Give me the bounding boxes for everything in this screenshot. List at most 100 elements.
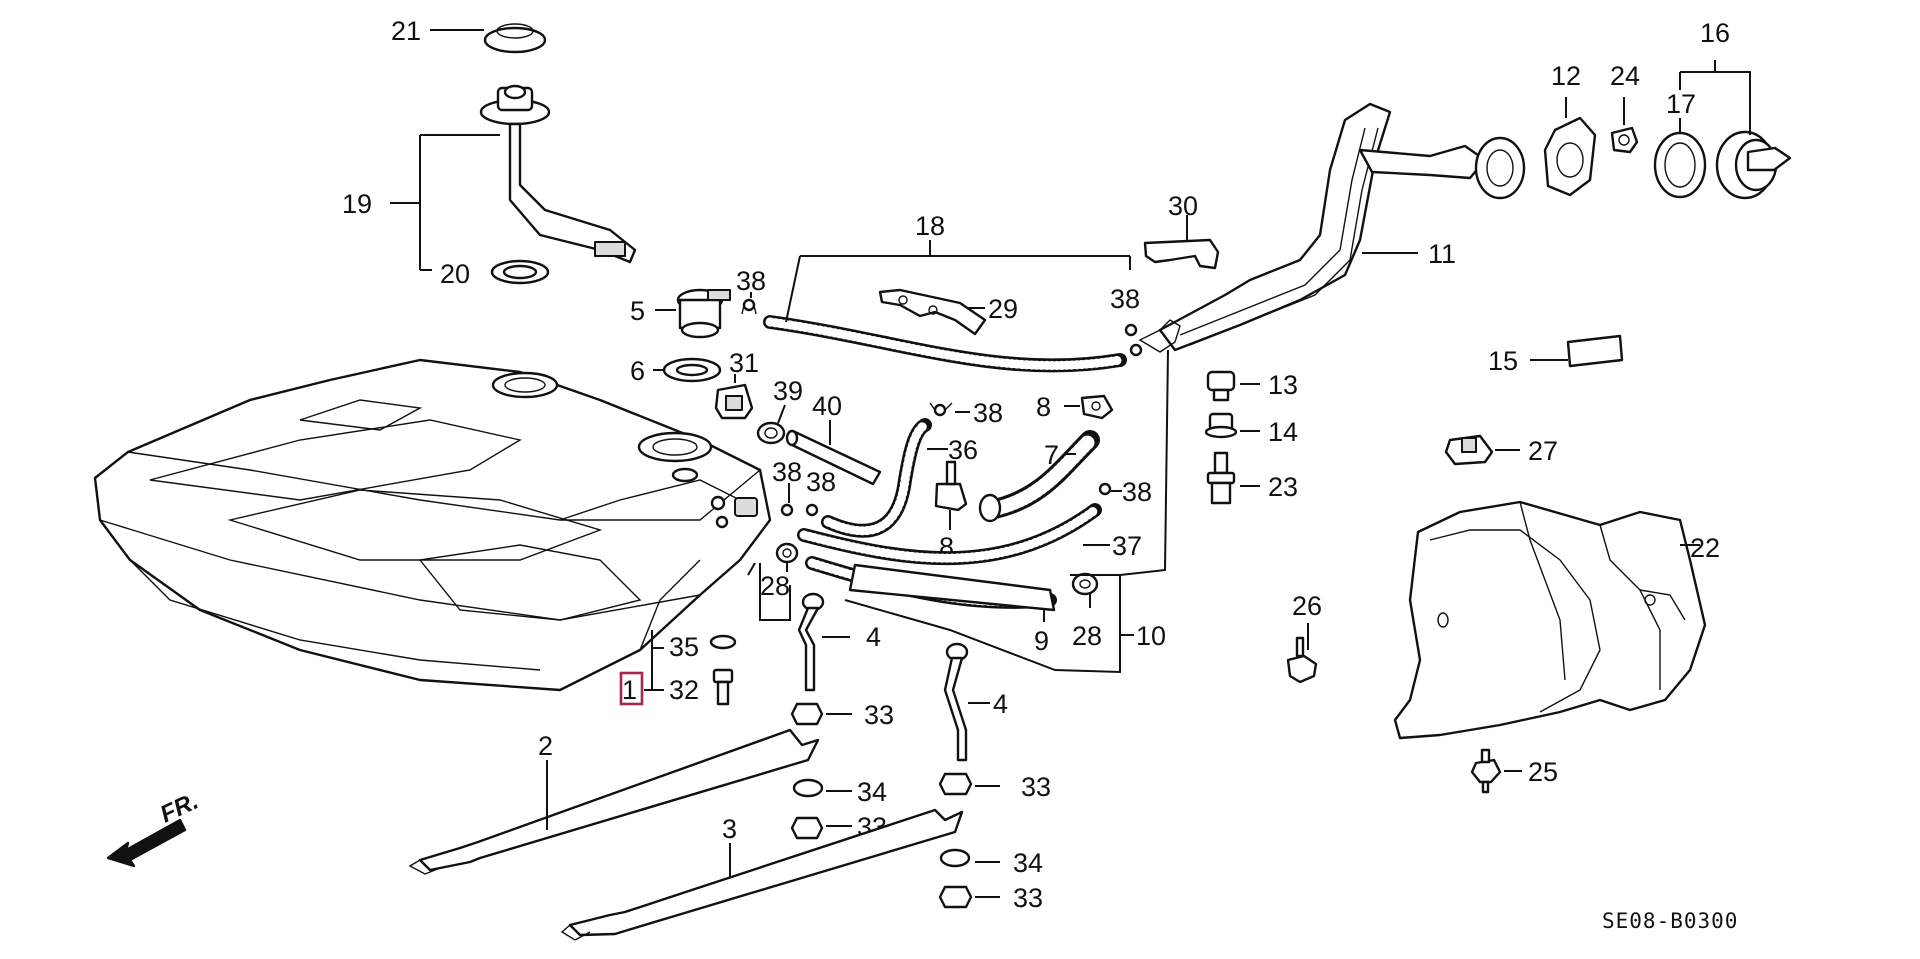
callout-8-upper[interactable]: 8 — [1036, 392, 1051, 422]
fuel-gauge-sender-19[interactable] — [479, 84, 637, 264]
bracket-29[interactable] — [878, 288, 987, 336]
pipe-4-right[interactable] — [943, 642, 969, 762]
callout-24[interactable]: 24 — [1610, 61, 1640, 91]
fuel-pump-5[interactable] — [676, 288, 731, 339]
callout-34-a[interactable]: 34 — [857, 777, 887, 807]
nut-33-a[interactable] — [790, 702, 824, 726]
callout-7[interactable]: 7 — [1044, 440, 1059, 470]
callout-26[interactable]: 26 — [1292, 591, 1322, 621]
clamp-38-c[interactable] — [780, 503, 819, 517]
grommet-13[interactable] — [1206, 370, 1236, 402]
callout-6[interactable]: 6 — [630, 356, 645, 386]
callout-20[interactable]: 20 — [440, 259, 470, 289]
bolt-32[interactable] — [712, 668, 734, 706]
hose-36[interactable] — [821, 418, 932, 538]
callout-9[interactable]: 9 — [1034, 626, 1049, 656]
strap-2[interactable] — [408, 728, 820, 875]
clamp-38-f[interactable] — [1098, 482, 1112, 496]
nut-33-b[interactable] — [790, 816, 824, 840]
clamp-28-right[interactable] — [1071, 572, 1099, 596]
callout-38-d[interactable]: 38 — [806, 467, 836, 497]
nut-33-d[interactable] — [938, 885, 973, 909]
callout-19[interactable]: 19 — [342, 189, 372, 219]
callout-38-a[interactable]: 38 — [736, 266, 766, 296]
callout-2[interactable]: 2 — [538, 731, 553, 761]
callout-28-left[interactable]: 28 — [760, 571, 790, 601]
clamp-28-left[interactable] — [775, 542, 799, 564]
gasket-17[interactable] — [1653, 131, 1707, 199]
seal-6[interactable] — [662, 357, 722, 383]
callout-11[interactable]: 11 — [1428, 239, 1456, 269]
label-15[interactable] — [1566, 334, 1624, 368]
callout-16[interactable]: 16 — [1700, 18, 1730, 48]
callout-27[interactable]: 27 — [1528, 436, 1558, 466]
cap-21[interactable] — [483, 23, 547, 54]
clip-26[interactable] — [1286, 636, 1318, 684]
nut-24[interactable] — [1610, 126, 1639, 154]
fuel-cap-16[interactable] — [1715, 130, 1792, 200]
callout-12[interactable]: 12 — [1551, 61, 1581, 91]
clamp-38-b[interactable] — [1124, 323, 1143, 357]
callout-13[interactable]: 13 — [1268, 370, 1298, 400]
callout-4-right[interactable]: 4 — [993, 689, 1008, 719]
washer-34-b[interactable] — [939, 848, 971, 868]
callout-33-d[interactable]: 33 — [1013, 883, 1043, 913]
callout-5[interactable]: 5 — [630, 296, 645, 326]
callout-28-right[interactable]: 28 — [1072, 621, 1102, 651]
nut-33-c[interactable] — [938, 772, 973, 796]
callout-34-b[interactable]: 34 — [1013, 848, 1043, 878]
clip-25[interactable] — [1470, 748, 1502, 794]
hose-9[interactable] — [805, 556, 1057, 612]
callout-30[interactable]: 30 — [1168, 191, 1198, 221]
callout-38-b[interactable]: 38 — [1110, 284, 1140, 314]
callout-14[interactable]: 14 — [1268, 417, 1298, 447]
callout-4-left[interactable]: 4 — [866, 622, 881, 652]
clip-27[interactable] — [1444, 434, 1494, 466]
hose-18[interactable] — [763, 315, 1127, 373]
callout-38-c[interactable]: 38 — [772, 457, 802, 487]
bracket-30[interactable] — [1143, 238, 1220, 270]
clamp-38-a[interactable] — [741, 298, 757, 315]
clamp-38-e[interactable] — [929, 402, 953, 417]
joint-8-upper[interactable] — [1080, 394, 1114, 420]
callout-40[interactable]: 40 — [812, 391, 842, 421]
callout-17[interactable]: 17 — [1666, 89, 1696, 119]
filler-pipe-11[interactable] — [1138, 102, 1526, 353]
callout-15[interactable]: 15 — [1488, 346, 1518, 376]
gasket-20[interactable] — [490, 259, 550, 285]
fuel-tank[interactable] — [93, 358, 772, 692]
callout-29[interactable]: 29 — [988, 294, 1018, 324]
callout-18[interactable]: 18 — [915, 211, 945, 241]
hose-7[interactable] — [978, 430, 1100, 523]
tube-40[interactable] — [785, 429, 882, 486]
callout-39[interactable]: 39 — [773, 376, 803, 406]
callout-36[interactable]: 36 — [948, 435, 978, 465]
washer-34-a[interactable] — [792, 778, 824, 798]
callout-33-a[interactable]: 33 — [864, 700, 894, 730]
callout-38-f[interactable]: 38 — [1122, 477, 1152, 507]
washer-35[interactable] — [709, 634, 737, 650]
callout-3[interactable]: 3 — [722, 814, 737, 844]
cap-14[interactable] — [1204, 412, 1238, 439]
strap-3[interactable] — [560, 808, 964, 941]
callout-22[interactable]: 22 — [1690, 533, 1720, 563]
callout-10[interactable]: 10 — [1136, 621, 1166, 651]
callout-33-c[interactable]: 33 — [1021, 772, 1051, 802]
flange-gasket-12[interactable] — [1543, 116, 1597, 197]
callout-37[interactable]: 37 — [1112, 531, 1142, 561]
callout-32[interactable]: 32 — [669, 675, 699, 705]
callout-35[interactable]: 35 — [669, 632, 699, 662]
callout-23[interactable]: 23 — [1268, 472, 1298, 502]
clip-31[interactable] — [714, 383, 754, 420]
joint-8-lower[interactable] — [934, 460, 968, 512]
clamp-39[interactable] — [756, 421, 786, 445]
callout-25[interactable]: 25 — [1528, 757, 1558, 787]
pipe-4-left[interactable] — [797, 592, 825, 692]
callout-38-e[interactable]: 38 — [973, 398, 1003, 428]
splash-shield-22[interactable] — [1393, 500, 1707, 740]
bolt-23[interactable] — [1206, 451, 1236, 505]
hose-37[interactable] — [797, 503, 1102, 566]
callout-21[interactable]: 21 — [391, 16, 421, 46]
callout-1[interactable]: 1 — [622, 675, 637, 705]
callout-31[interactable]: 31 — [729, 348, 759, 378]
